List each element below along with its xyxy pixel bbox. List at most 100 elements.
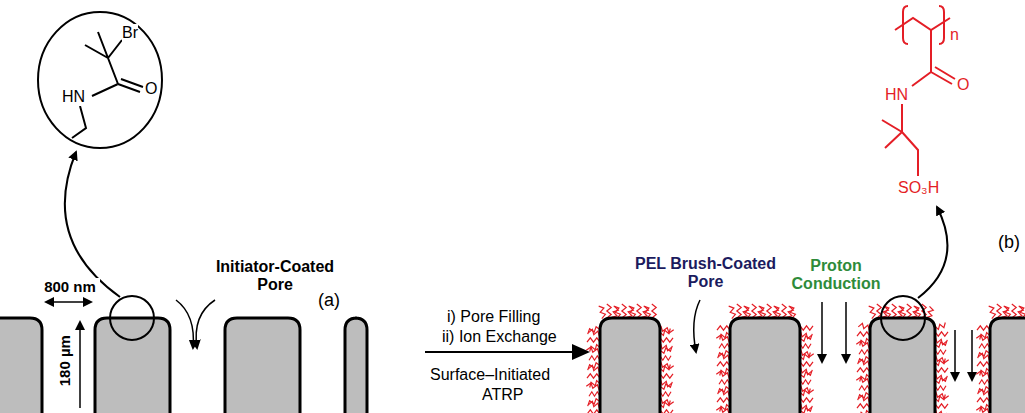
brush-chain [976,335,989,342]
pore-arrow [176,300,193,348]
brush-chain [660,338,673,342]
brush-chain [936,338,947,345]
brush-chain [660,356,671,360]
brush-chain [935,386,946,390]
brush-chain [977,362,990,366]
zoom-ellipse [38,12,162,148]
brush-chain [652,304,656,318]
brush-chain [935,332,948,336]
pore-arrow [196,300,215,348]
brush-chain [1012,304,1016,318]
pillar [600,318,660,413]
brush-chain [588,401,599,408]
repeat-brackets [903,6,944,44]
proton-arrow [971,330,973,380]
brush-chain [800,398,813,402]
brush-chain [717,362,730,366]
brush-chain [857,332,870,336]
brush-chain [801,332,812,339]
pillar [95,318,170,413]
brush-chain [660,392,671,396]
zoom-circle [110,296,154,340]
brush-chain [589,392,600,396]
brush-chain [599,306,606,319]
brush-chain [979,380,990,384]
atom-label: HN [62,88,85,106]
brush-chain [587,374,600,378]
brush-chain [857,404,870,408]
brush-chain [716,407,729,413]
zoom-parts [881,207,947,340]
brush-chain [589,356,600,360]
brush-chain [782,304,786,318]
text-label: (b) [998,232,1020,253]
pillar [0,318,42,413]
text-label: PEL Brush-Coated Pore [628,255,783,292]
zoom-circle [881,296,925,340]
brush-chain [801,404,812,411]
proton-arrow [954,330,956,380]
brush-chain [661,380,672,387]
pillar [345,318,367,413]
brush-chain [752,304,756,318]
pillar [730,318,800,413]
pillar [225,318,300,413]
brush-chain [587,338,600,342]
text-label: (a) [318,290,340,311]
brush-chain [856,377,869,384]
membrane-pillars [0,318,1025,413]
brush-chain [800,362,813,366]
brush-chain [586,383,599,390]
width-arrow [46,301,91,303]
brush-chain [907,304,911,318]
dimension-arrows [46,302,91,408]
brush-chain [717,398,730,402]
brush-chain [978,353,989,360]
polymer-structure [882,6,955,176]
text-label: 180 µm [56,326,73,396]
brush-chain [977,326,990,330]
height-arrow [79,322,81,408]
proton-arrow [845,302,847,362]
brush-chain [660,374,673,378]
brush-chain [856,341,869,348]
zoom-arrow [65,152,120,297]
text-label: Surface–Initiated [430,366,550,384]
initiator-structure [38,12,162,340]
brush-chain [717,326,730,330]
text-label: Proton Conduction [786,257,886,294]
brush-chain [716,371,729,378]
proton-arrow [821,302,823,362]
atom-label: SO₃H [898,179,939,197]
brush-chain [800,326,813,330]
brush-chain [977,398,990,402]
brush-chain [719,380,730,384]
brush-chain [936,374,947,381]
brush-chain [935,350,946,354]
brush-chain [718,389,729,396]
atom-label: HN [885,86,908,104]
zoom-arrow [918,207,947,298]
brush-chain [719,344,730,348]
pore-arrows [176,300,972,380]
brush-chain [718,353,729,360]
text-label: ii) Ion Exchange [442,328,557,346]
brush-chain [588,329,599,336]
brush-chain [729,306,736,319]
brush-chain [661,344,672,351]
brush-chain [857,368,870,372]
brush-chain [858,395,869,402]
brush-chain [716,335,729,342]
pillar [870,318,935,413]
text-label: i) Pore Filling [447,308,540,326]
pore-arrow [694,300,700,352]
brush-chain [978,389,989,396]
text-label: ATRP [482,386,523,404]
brush-chain [935,404,948,408]
brush-chain [607,304,611,318]
reaction-arrow [425,351,588,353]
brush-chain [800,344,811,348]
brush-chain [989,306,996,319]
